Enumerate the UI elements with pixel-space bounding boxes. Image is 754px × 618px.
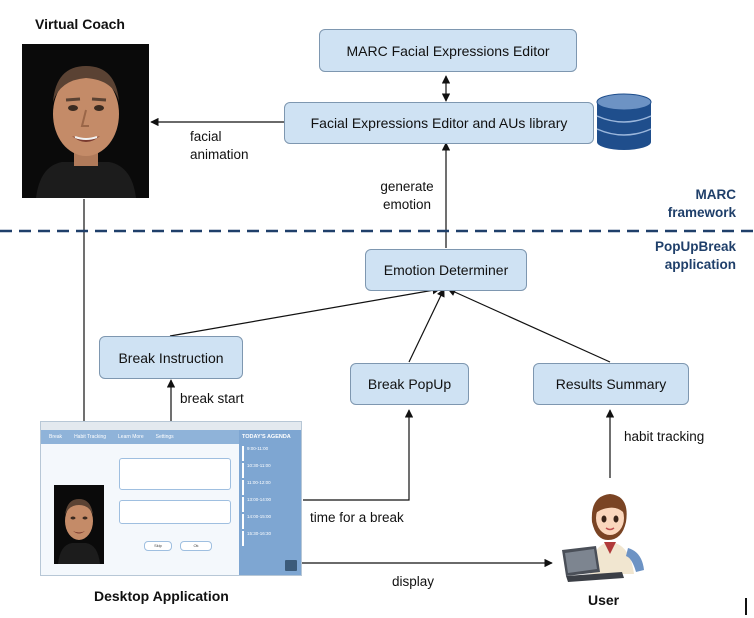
break-instruction-node: Break Instruction xyxy=(99,336,243,379)
emotion-determiner-label: Emotion Determiner xyxy=(383,262,509,278)
user-icon xyxy=(562,494,644,582)
marc-editor-label: MARC Facial Expressions Editor xyxy=(346,42,550,59)
agenda-item: 13:00-14:00 xyxy=(242,497,300,512)
virtual-coach-title: Virtual Coach xyxy=(35,16,125,32)
time-for-break-arrow xyxy=(303,409,414,501)
coach-face-icon xyxy=(22,44,149,198)
break-instruction-label: Break Instruction xyxy=(118,349,224,366)
desktop-coach-image xyxy=(54,485,104,564)
coach-face-small-icon xyxy=(58,499,100,564)
ok-button[interactable]: Ok xyxy=(180,541,212,551)
agenda-panel: TODAY'S AGENDA 9:00-11:00 10:30-11:00 11… xyxy=(239,430,301,575)
desktop-application-title: Desktop Application xyxy=(94,588,229,604)
popupbreak-line-2: application xyxy=(664,257,736,272)
desktop-app-screenshot: Break Habit Tracking Learn More Settings… xyxy=(40,421,302,576)
au-library-node: Facial Expressions Editor and AUs librar… xyxy=(284,102,594,144)
display-label: display xyxy=(392,574,435,589)
marc-framework-line-2: framework xyxy=(667,205,736,220)
desktop-navbar: Break Habit Tracking Learn More Settings xyxy=(41,430,239,444)
generate-emotion-line-2: emotion xyxy=(382,197,432,212)
results-to-determiner-arrow xyxy=(447,288,611,363)
desktop-titlebar xyxy=(41,422,301,430)
break-start-label: break start xyxy=(180,391,244,406)
generate-emotion-line-1: generate xyxy=(380,179,434,194)
nav-tab-break: Break xyxy=(49,434,63,440)
marc-editor-node: MARC Facial Expressions Editor xyxy=(319,29,577,72)
emotion-determiner-node: Emotion Determiner xyxy=(365,249,527,291)
user-title: User xyxy=(588,592,620,608)
marc-framework-line-1: MARC xyxy=(695,187,737,202)
break-popup-label: Break PopUp xyxy=(367,376,452,392)
habit-tracking-label: habit tracking xyxy=(624,429,705,444)
text-cursor xyxy=(745,598,747,615)
marc-framework-label: MARC framework xyxy=(668,186,736,222)
chat-bubble-2 xyxy=(119,500,231,524)
facial-animation-line-1: facial xyxy=(190,129,222,144)
agenda-item: 15:30-16:30 xyxy=(242,531,300,546)
popupbreak-line-1: PopUpBreak xyxy=(654,239,736,254)
agenda-item: 9:00-11:00 xyxy=(242,446,300,461)
au-library-label: Facial Expressions Editor and AUs librar… xyxy=(310,115,568,131)
generate-emotion-label: generate emotion xyxy=(372,178,442,214)
popup-to-determiner-arrow xyxy=(408,288,445,363)
agenda-item: 11:00-12:00 xyxy=(242,480,300,495)
database-icon xyxy=(596,93,652,150)
nav-tab-habit: Habit Tracking xyxy=(74,434,107,440)
facial-animation-line-2: animation xyxy=(190,147,249,162)
calendar-icon xyxy=(285,560,297,571)
agenda-item: 10:30-11:00 xyxy=(242,463,300,478)
skip-button[interactable]: Skip xyxy=(144,541,172,551)
results-summary-label: Results Summary xyxy=(555,376,667,392)
nav-tab-learn: Learn More xyxy=(118,434,144,440)
popupbreak-application-label: PopUpBreak application xyxy=(655,238,736,274)
agenda-title: TODAY'S AGENDA xyxy=(242,434,291,440)
virtual-coach-image xyxy=(22,44,149,198)
instruction-to-determiner-arrow xyxy=(169,286,441,337)
chat-bubble-1 xyxy=(119,458,231,490)
results-summary-node: Results Summary xyxy=(533,363,689,405)
facial-animation-label: facial animation xyxy=(190,128,249,164)
time-for-break-label: time for a break xyxy=(310,510,404,525)
break-popup-node: Break PopUp xyxy=(350,363,469,405)
agenda-item: 14:00-15:00 xyxy=(242,514,300,529)
nav-tab-settings: Settings xyxy=(155,434,174,440)
